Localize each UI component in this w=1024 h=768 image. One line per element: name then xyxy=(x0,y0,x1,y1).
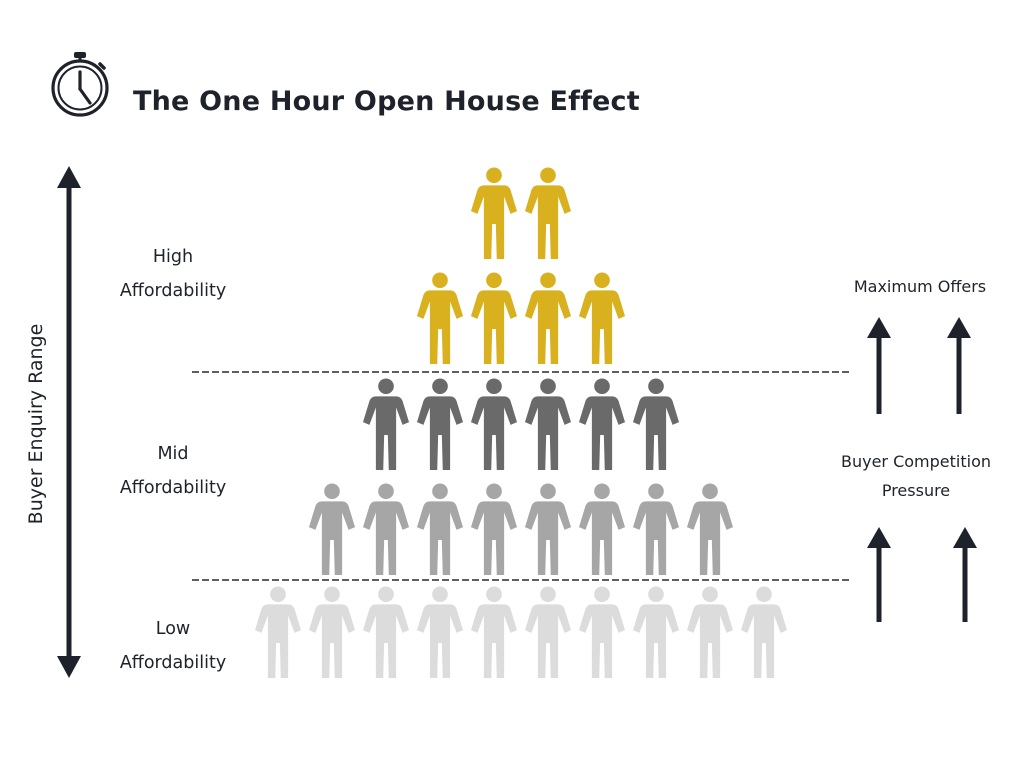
double-arrow-icon xyxy=(57,166,81,678)
person-icon xyxy=(363,378,409,470)
person-icon xyxy=(471,167,517,259)
person-icon xyxy=(525,167,571,259)
person-icon xyxy=(255,586,301,678)
person-icon xyxy=(471,378,517,470)
person-icon xyxy=(687,483,733,575)
person-icon xyxy=(579,586,625,678)
person-icon xyxy=(525,378,571,470)
person-icon xyxy=(633,586,679,678)
person-icon xyxy=(417,378,463,470)
person-icon xyxy=(309,483,355,575)
axis-label: Buyer Enquiry Range xyxy=(25,323,47,525)
person-icon xyxy=(417,586,463,678)
person-icon xyxy=(741,586,787,678)
tier-label-line2: Affordability xyxy=(119,281,227,301)
person-icon xyxy=(687,586,733,678)
buyer-competition-label: Buyer Competition Pressure xyxy=(816,447,1016,505)
maximum-offers-text: Maximum Offers xyxy=(853,277,987,296)
person-icon xyxy=(417,272,463,364)
page-title: The One Hour Open House Effect xyxy=(133,86,640,117)
person-icon xyxy=(471,586,517,678)
person-icon xyxy=(525,586,571,678)
person-icon xyxy=(579,378,625,470)
tier-label-low: Low Affordability xyxy=(93,612,253,680)
person-icon xyxy=(471,483,517,575)
arrow-up-icon xyxy=(947,317,971,414)
person-icon xyxy=(363,483,409,575)
person-icon xyxy=(633,378,679,470)
tier-label-line2: Affordability xyxy=(119,653,227,673)
arrow-up-icon xyxy=(953,527,977,622)
tier-label-line1: High xyxy=(152,247,194,267)
arrow-up-icon xyxy=(867,317,891,414)
tier-label-line1: Mid xyxy=(157,444,189,464)
tier-label-high: High Affordability xyxy=(93,240,253,308)
arrow-up-icon xyxy=(867,527,891,622)
tier-label-mid: Mid Affordability xyxy=(93,437,253,505)
stopwatch-icon xyxy=(51,52,109,117)
person-icon xyxy=(579,483,625,575)
buyer-competition-line1: Buyer Competition xyxy=(840,452,991,471)
person-icon xyxy=(579,272,625,364)
person-icon xyxy=(525,272,571,364)
person-icon xyxy=(417,483,463,575)
person-icon xyxy=(363,586,409,678)
tier-label-line1: Low xyxy=(155,619,191,639)
people-pyramid xyxy=(255,167,787,678)
person-icon xyxy=(309,586,355,678)
person-icon xyxy=(633,483,679,575)
maximum-offers-label: Maximum Offers xyxy=(820,272,1020,301)
tier-label-line2: Affordability xyxy=(119,478,227,498)
person-icon xyxy=(471,272,517,364)
person-icon xyxy=(525,483,571,575)
buyer-competition-line2: Pressure xyxy=(881,481,951,500)
